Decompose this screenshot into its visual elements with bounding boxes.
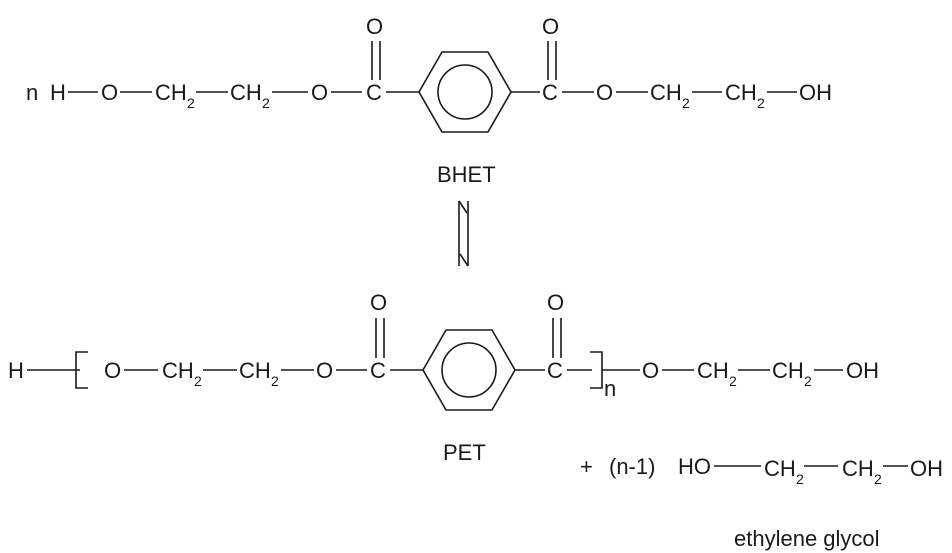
pet-repeat-n: n	[604, 376, 616, 401]
eg-oh-group: OH	[910, 456, 943, 481]
pet-benzene-ring	[422, 329, 516, 411]
reverse-arrow-half-head	[458, 200, 468, 214]
bhet-molecule: n H O CH 2 CH 2 O O C O C O CH 2 CH 2	[26, 14, 832, 187]
ethylene-glycol-byproduct: + (n-1) HO CH 2 CH 2 OH ethylene glycol	[580, 454, 943, 551]
bhet-h-atom: H	[50, 80, 66, 105]
pet-ch-atom: CH	[772, 358, 804, 383]
pet-o-atom: O	[642, 358, 659, 383]
bhet-aromatic-circle	[437, 64, 493, 120]
pet-label: PET	[443, 440, 486, 465]
eg-ch-atom: CH	[842, 456, 874, 481]
pet-ch-atom: CH	[239, 358, 271, 383]
pet-o-atom: O	[316, 358, 333, 383]
bhet-subscript: 2	[757, 95, 765, 111]
pet-carbonyl-o-atom: O	[370, 290, 387, 315]
equilibrium-arrows	[458, 200, 469, 267]
bhet-ch-atom: CH	[725, 80, 757, 105]
eg-subscript: 2	[796, 471, 804, 487]
bhet-ch-atom: CH	[155, 80, 187, 105]
bhet-o-atom: O	[311, 80, 328, 105]
pet-c-atom: C	[370, 358, 386, 383]
bhet-subscript: 2	[262, 95, 270, 111]
bhet-c-atom: C	[366, 80, 382, 105]
bhet-subscript: 2	[682, 95, 690, 111]
bhet-n-prefix: n	[26, 80, 38, 105]
eg-ho-group: HO	[678, 454, 711, 479]
bhet-carbonyl-o-atom: O	[542, 14, 559, 39]
bhet-label: BHET	[437, 162, 496, 187]
pet-subscript: 2	[729, 373, 737, 389]
bhet-ch-atom: CH	[650, 80, 682, 105]
eg-ch-atom: CH	[764, 456, 796, 481]
bhet-o-atom: O	[596, 80, 613, 105]
pet-subscript: 2	[194, 373, 202, 389]
pet-c-atom: C	[547, 358, 563, 383]
pet-left-bracket	[75, 351, 88, 389]
bhet-ch-atom: CH	[230, 80, 262, 105]
bhet-oh-group: OH	[799, 80, 832, 105]
bhet-o-atom: O	[101, 80, 118, 105]
coefficient: (n-1)	[609, 454, 655, 479]
pet-ch-atom: CH	[697, 358, 729, 383]
pet-oh-group: OH	[846, 358, 879, 383]
plus-sign: +	[580, 454, 593, 479]
eg-subscript: 2	[874, 471, 882, 487]
forward-arrow-half-head	[459, 253, 469, 267]
bhet-c-atom: C	[542, 80, 558, 105]
pet-ch-atom: CH	[162, 358, 194, 383]
pet-subscript: 2	[804, 373, 812, 389]
pet-aromatic-circle	[441, 342, 497, 398]
pet-subscript: 2	[271, 373, 279, 389]
pet-carbonyl-o-atom: O	[547, 290, 564, 315]
pet-h-atom: H	[8, 358, 24, 383]
ethylene-glycol-label: ethylene glycol	[734, 526, 880, 551]
pet-o-atom: O	[104, 358, 121, 383]
bhet-carbonyl-o-atom: O	[366, 14, 383, 39]
pet-molecule: H O CH 2 CH 2 O O C O C n O CH	[8, 290, 879, 465]
bhet-subscript: 2	[187, 95, 195, 111]
bhet-benzene-ring	[418, 51, 512, 133]
